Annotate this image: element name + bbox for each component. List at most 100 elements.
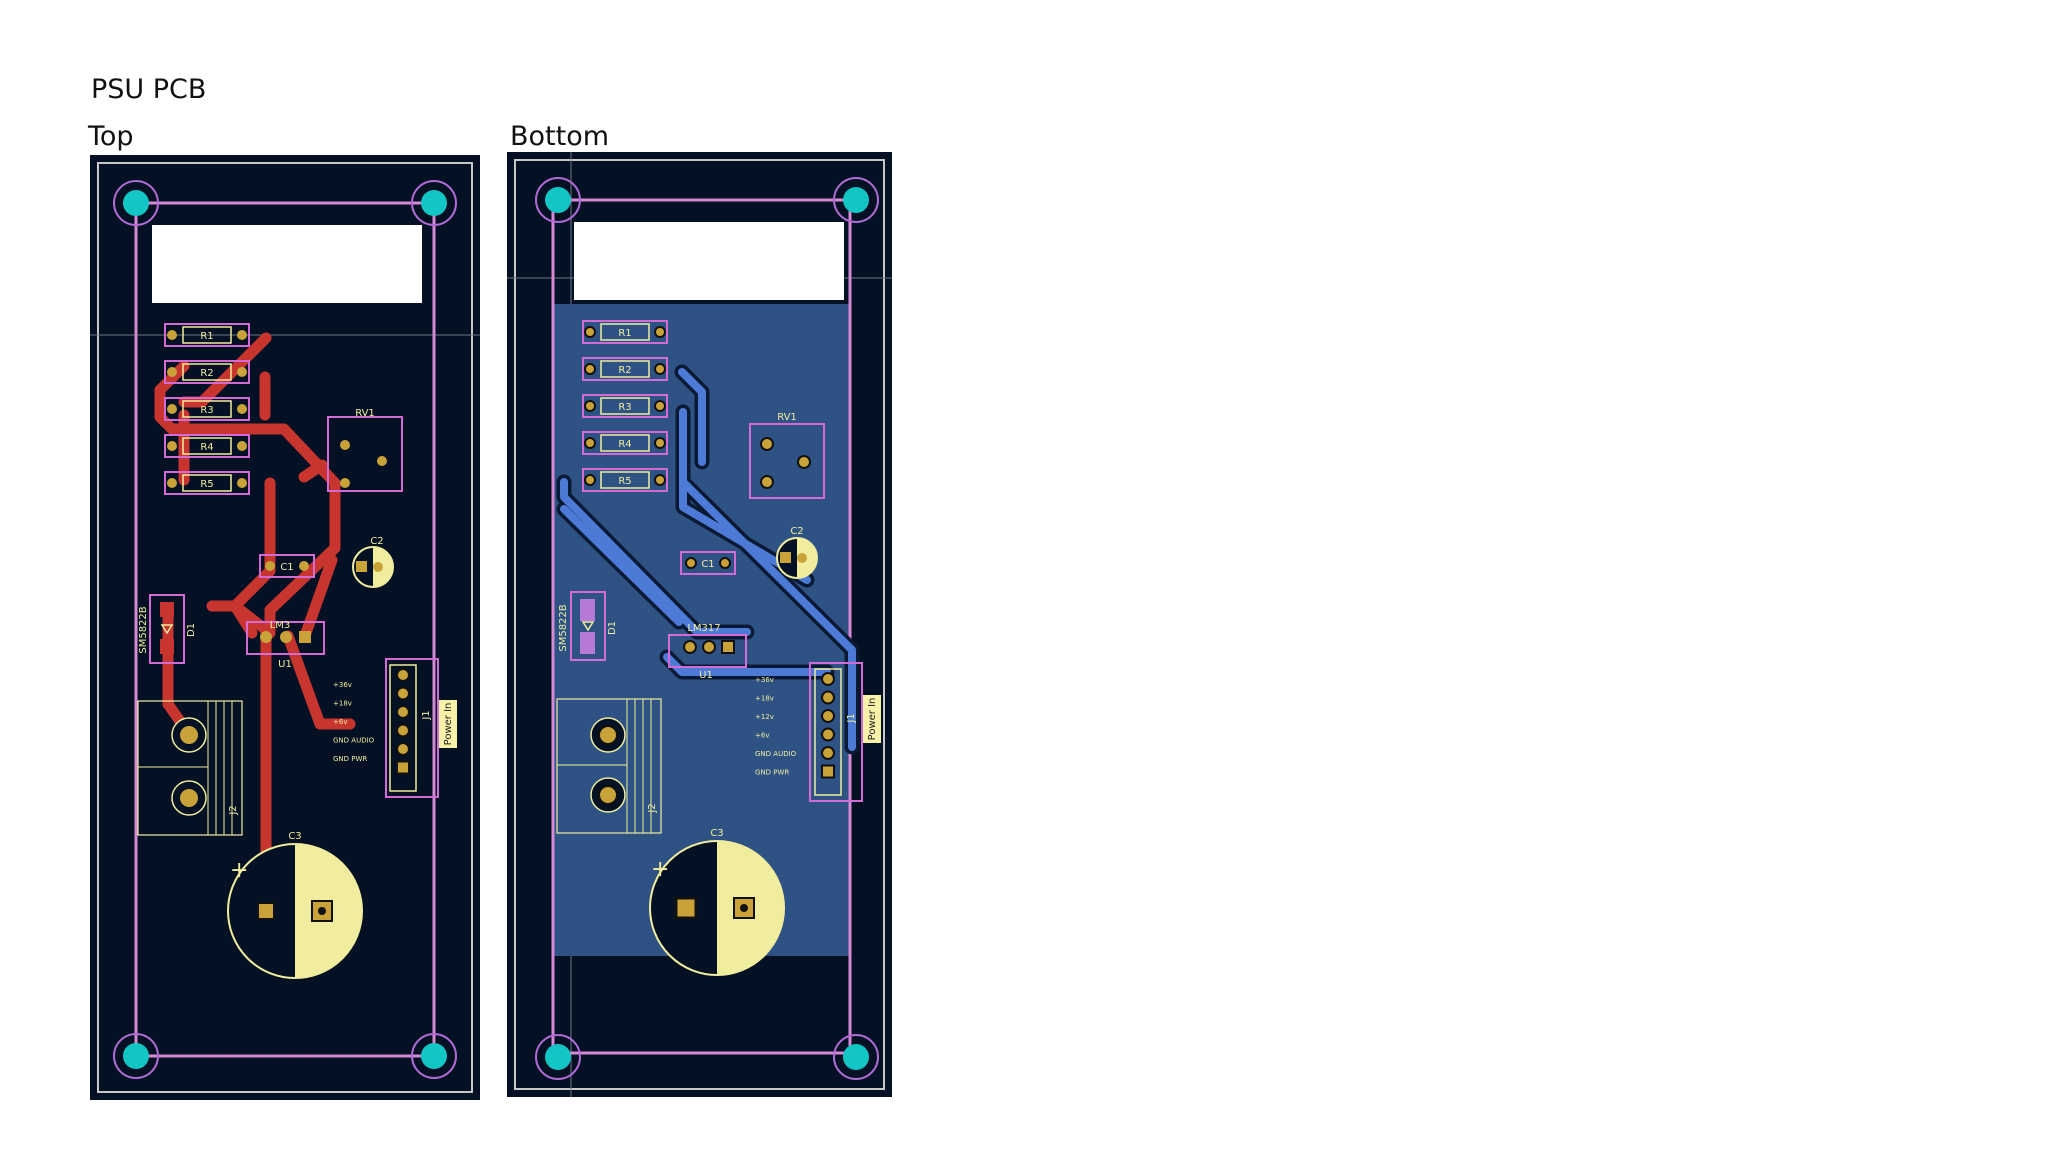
c2-pad	[373, 562, 383, 572]
c1-pad	[719, 557, 731, 569]
j2-stripes	[138, 701, 233, 835]
j1-body	[389, 664, 417, 792]
power-in-label: Power In	[867, 698, 878, 741]
u1-pad	[721, 640, 735, 654]
j2-pad	[598, 725, 618, 745]
pot-courtyard	[749, 423, 825, 499]
edge-cut-outline	[134, 201, 436, 1058]
resistor-ref: R3	[200, 405, 213, 416]
resistor-pad	[237, 330, 247, 340]
resistor-pad	[584, 474, 596, 486]
j1-courtyard	[385, 658, 439, 798]
resistor-courtyard	[582, 320, 668, 344]
c3-pad	[674, 896, 698, 920]
header-pad	[396, 686, 410, 701]
resistor-pad	[167, 330, 177, 340]
bottom-copper-traces	[556, 364, 860, 755]
c3-drill	[740, 904, 748, 912]
header-pad	[821, 727, 835, 742]
u1-courtyard	[246, 621, 325, 655]
resistor-ref: R5	[618, 476, 631, 487]
resistor-pad	[237, 367, 247, 377]
j2-ref: J2	[647, 803, 658, 813]
header-pad	[396, 760, 410, 775]
j1-ref: J1	[846, 713, 857, 723]
resistor-pad	[584, 326, 596, 338]
pot-pad	[797, 455, 811, 469]
resistor-courtyard	[164, 434, 250, 458]
pin-label: +18v	[333, 700, 352, 708]
c1-pad	[299, 561, 309, 571]
u1-pad	[702, 640, 716, 654]
j1-courtyard	[809, 662, 863, 802]
c2-ref: C2	[790, 526, 803, 537]
c3-drill	[318, 907, 326, 915]
j2-pad	[180, 726, 198, 744]
j1-pads	[821, 672, 835, 779]
resistor-body	[182, 326, 232, 344]
power-in-label: Power In	[443, 703, 454, 746]
pin-label: +36v	[755, 676, 774, 684]
c1-ref: C1	[701, 559, 714, 570]
j1-ref: J1	[421, 710, 432, 720]
page-title: PSU PCB	[91, 74, 207, 105]
edge-cut-outline	[551, 198, 852, 1055]
resistor-body	[600, 471, 650, 489]
pot-pad	[760, 475, 774, 489]
d1-pad	[160, 639, 174, 654]
u1-part: LM317	[687, 623, 720, 634]
mounting-holes	[535, 177, 879, 1080]
d1-ref: D1	[607, 621, 618, 635]
j2-body	[137, 700, 243, 836]
pot-ref: RV1	[777, 412, 797, 423]
j2-stripes	[557, 699, 652, 833]
resistor-ref: R1	[200, 331, 213, 342]
header-pad	[821, 764, 835, 779]
resistor-pad	[167, 367, 177, 377]
j2-body	[556, 698, 662, 834]
c1-courtyard	[680, 551, 736, 575]
c3-pad	[257, 902, 275, 920]
resistor-ref: R4	[200, 442, 213, 453]
resistor-pad	[654, 363, 666, 375]
resistor-pad	[237, 478, 247, 488]
board-outline	[514, 159, 885, 1090]
resistor-pad	[654, 474, 666, 486]
power-in-tag	[439, 700, 457, 748]
resistor-pad	[654, 437, 666, 449]
board-outline	[97, 162, 473, 1093]
u1-pad	[260, 631, 272, 643]
pot-pad	[760, 437, 774, 451]
resistor-pad	[167, 478, 177, 488]
header-pad	[821, 690, 835, 705]
pin-label: GND PWR	[755, 769, 789, 777]
blank-label-area	[574, 222, 844, 300]
resistor-courtyard	[582, 468, 668, 492]
c3-plus: +	[651, 857, 669, 882]
resistor-ref: R1	[618, 328, 631, 339]
resistor-courtyard	[164, 323, 250, 347]
c3-ref: C3	[710, 828, 723, 839]
pin-label: GND PWR	[333, 755, 367, 763]
u1-pad	[280, 631, 292, 643]
resistor-courtyard	[582, 394, 668, 418]
c1-ref: C1	[280, 562, 293, 573]
resistor-pad	[237, 404, 247, 414]
resistor-ref: R4	[618, 439, 631, 450]
resistor-pad	[167, 404, 177, 414]
resistor-ref: R2	[200, 368, 213, 379]
u1-ref: U1	[699, 670, 713, 681]
j2-pad	[598, 785, 618, 805]
d1-symbol	[581, 621, 595, 632]
resistor-courtyard	[164, 471, 250, 495]
resistor-pad	[654, 326, 666, 338]
resistor-body	[600, 434, 650, 452]
d1-symbol	[160, 624, 174, 635]
c2-pad	[797, 553, 807, 563]
